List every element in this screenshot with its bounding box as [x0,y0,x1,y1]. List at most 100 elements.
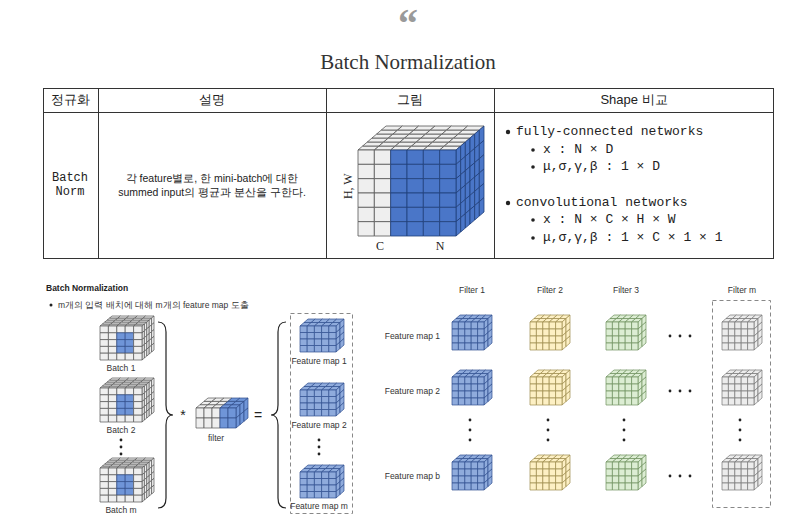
cube-cell [465,469,471,476]
cube-cell [108,482,116,489]
cube-cell [530,329,536,336]
cube-cell [465,398,471,405]
cube-cell [465,343,471,350]
cube-cell [478,343,484,350]
cube-cell [374,222,390,236]
cube-cell [358,222,374,236]
cube-cell [612,343,618,350]
cube-cell [307,410,314,417]
cube-cell [452,391,458,398]
cube-cell [125,468,133,475]
cube-cell [117,475,125,482]
operator-symbol: * [180,407,185,424]
cube-cell [549,377,555,384]
table-rule [98,88,99,258]
cube-cell [741,377,747,384]
cube-cell [471,329,477,336]
cube-cell [735,469,741,476]
cube-cell [134,388,142,395]
cube-cell [549,462,555,469]
cube-cell [117,388,125,395]
cube-cell [556,462,562,469]
feature-map-cube [452,370,492,405]
cube-cell [632,384,638,391]
cube-cell [612,336,618,343]
cube-cell [488,336,492,347]
batch-cube [100,458,154,502]
cube-cell [549,343,555,350]
cube-cell [530,469,536,476]
cube-cell [632,476,638,483]
cube-cell [458,476,464,483]
cube-cell [562,395,566,406]
cube-cell [108,340,116,347]
cube-cell [728,377,734,384]
cube-cell [108,395,116,402]
cube-cell [470,206,475,224]
cube-cell [100,402,108,409]
feature-map-cube [530,370,570,405]
cube-cell [606,322,612,329]
cube-cell [748,384,754,391]
cube-cell [722,384,728,391]
cube-cell [300,346,307,353]
cube-cell [329,326,336,333]
cube-cell [478,336,484,343]
ellipsis-dot [669,475,672,478]
cube-cell [142,493,144,502]
feature-map-cube [530,455,570,490]
cube-cell [556,322,562,329]
cube-cell [407,179,423,193]
table-border [44,89,774,259]
cube-cell [625,398,631,405]
cube-cell [465,483,471,490]
cube-cell [300,410,307,417]
cube-cell [536,384,542,391]
cube-cell [144,411,146,420]
cube-cell [314,492,321,499]
ellipsis-dot [547,439,550,442]
cube-cell [300,472,307,479]
ellipsis-dot [469,429,472,432]
cube-cell [147,347,149,356]
cube-cell [530,398,536,405]
cube-cell [307,485,314,492]
cube-cell [471,343,477,350]
cube-cell [484,395,488,406]
cube-cell [478,377,484,384]
cube-cell [536,476,542,483]
ellipsis-dot [623,439,626,442]
cube-cell [758,391,762,402]
cube-cell [391,207,407,221]
cube-cell [619,476,625,483]
cube-cell [391,222,407,236]
cube-cell [300,492,307,499]
cube-cell [748,322,754,329]
cube-cell [125,395,133,402]
cube-cell [423,179,439,193]
cube-cell [423,164,439,178]
cube-cell [125,408,133,415]
cube-cell [374,164,390,178]
cube-cell [117,353,125,360]
cube-cell [134,402,142,409]
shape-formula: μ,σ,γ,β : 1 × C × 1 × 1 [543,230,722,246]
bullet-dot [531,165,535,169]
cube-cell [307,333,314,340]
cube-cell [100,346,108,353]
filter-cube [196,398,248,428]
cube-cell [748,377,754,384]
cube-cell [204,418,212,428]
operator-symbol: = [254,407,262,424]
cube-cell [728,462,734,469]
cube-cell [100,326,108,333]
cube-cell [329,397,336,404]
cube-cell [314,485,321,492]
column-header: Filter 1 [459,285,485,295]
bullet-dot [531,218,535,222]
cube-cell [722,322,728,329]
cube-cell [117,333,125,340]
cube-cell [556,469,562,476]
cube-cell [479,198,484,216]
